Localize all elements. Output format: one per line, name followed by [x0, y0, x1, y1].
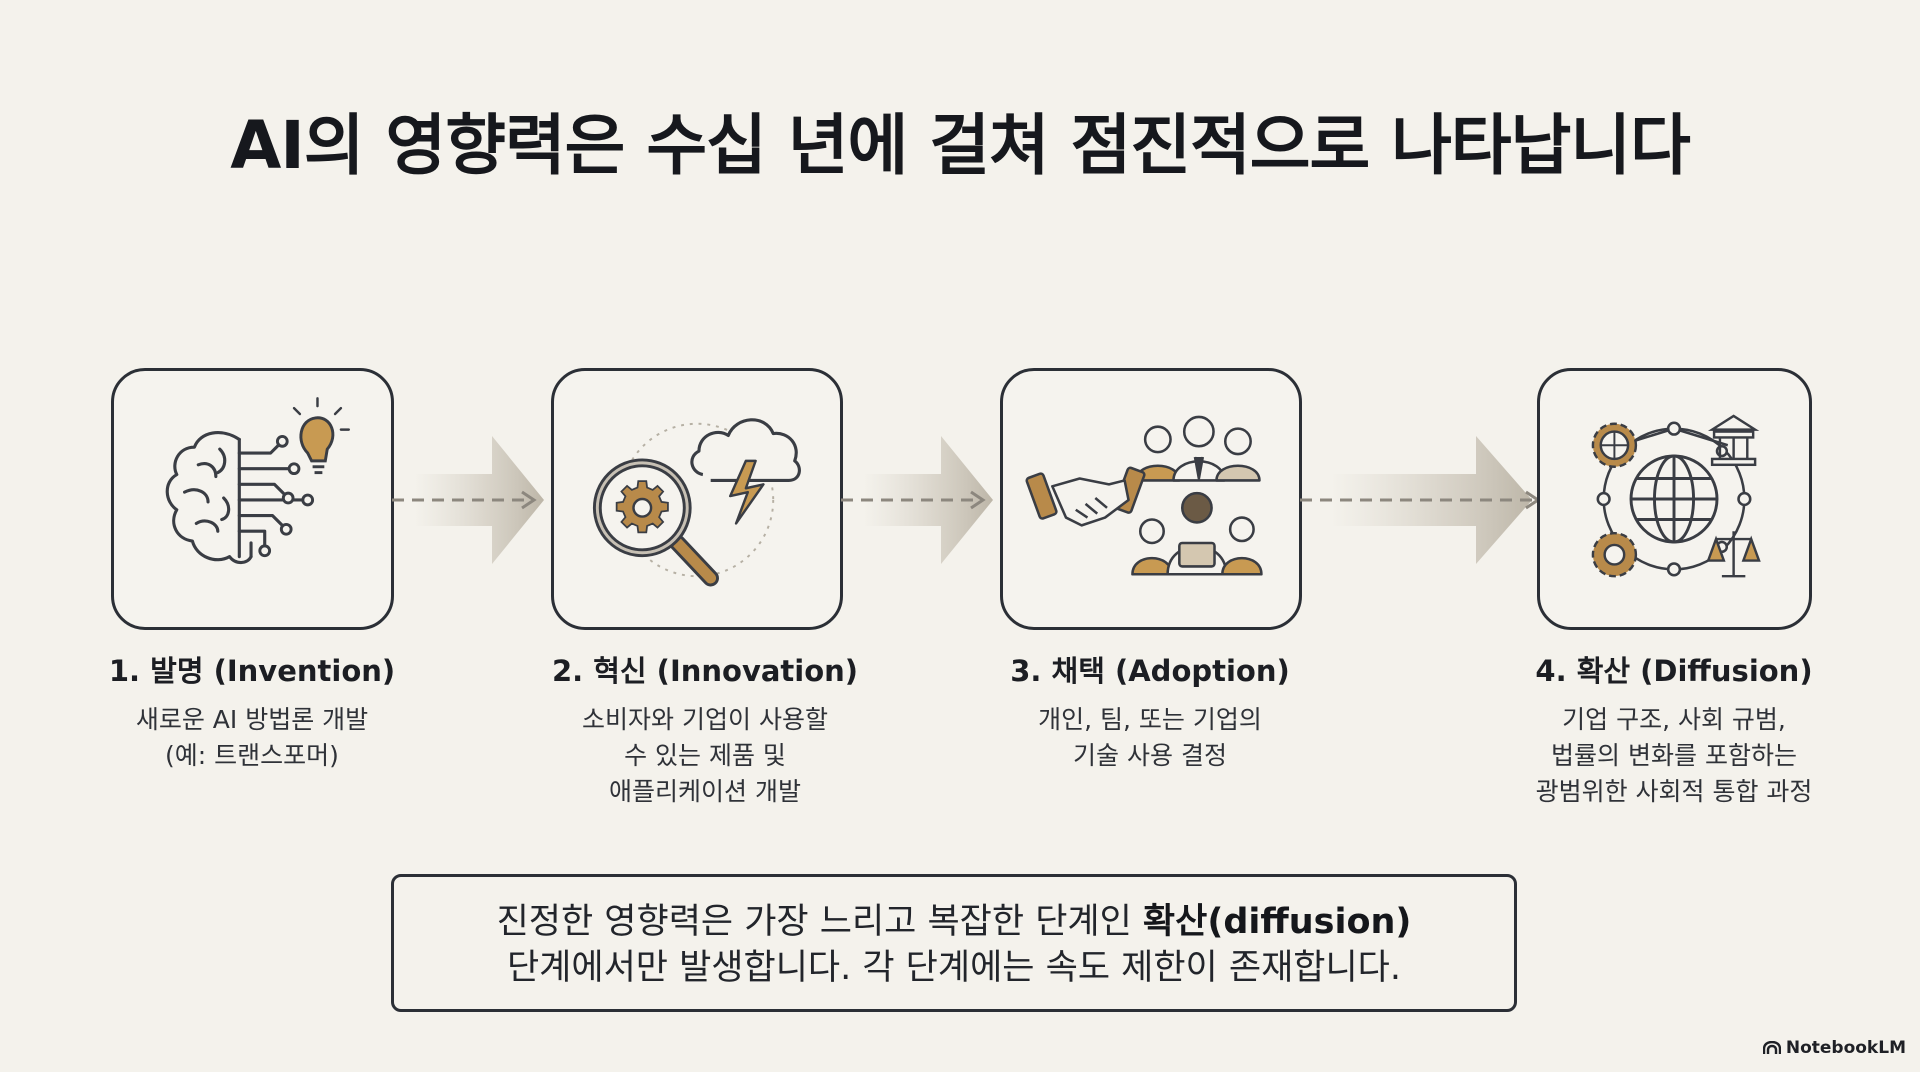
- callout-emphasis: 확산(diffusion): [1142, 902, 1412, 942]
- stage-description: 개인, 팀, 또는 기업의 기술 사용 결정: [1038, 705, 1262, 770]
- summary-callout: 진정한 영향력은 가장 느리고 복잡한 단계인 확산(diffusion) 단계…: [391, 874, 1517, 1012]
- page-title: AI의 영향력은 수십 년에 걸쳐 점진적으로 나타납니다: [230, 107, 1691, 184]
- stage-innovation-card: [551, 368, 843, 630]
- stage-invention-text: 1. 발명 (Invention) 새로운 AI 방법론 개발 (예: 트랜스포…: [62, 648, 442, 774]
- globe-network-icon: [1591, 414, 1761, 578]
- stage-title: 3. 채택 (Adoption): [1010, 654, 1290, 688]
- magnifier-gear-cloud-lightning-icon: [592, 418, 801, 587]
- stage-description: 소비자와 기업이 사용할 수 있는 제품 및 애플리케이션 개발: [582, 705, 828, 806]
- stage-invention-card: [111, 368, 394, 630]
- handshake-people-icon: [1025, 415, 1263, 576]
- callout-line-1: 진정한 영향력은 가장 느리고 복잡한 단계인 확산(diffusion): [496, 902, 1412, 942]
- callout-line-2: 단계에서만 발생합니다. 각 단계에는 속도 제한이 존재합니다.: [506, 948, 1401, 988]
- stage-title: 1. 발명 (Invention): [108, 654, 396, 688]
- stage-innovation-text: 2. 혁신 (Innovation) 소비자와 기업이 사용할 수 있는 제품 …: [515, 648, 895, 810]
- flow-arrow-3: [1300, 432, 1541, 568]
- notebooklm-logo-icon: [1762, 1041, 1781, 1054]
- stage-adoption-card: [1000, 368, 1302, 630]
- notebooklm-brand: NotebookLM: [1762, 1038, 1906, 1058]
- stage-diffusion-text: 4. 확산 (Diffusion) 기업 구조, 사회 규범, 법률의 변화를 …: [1484, 648, 1864, 810]
- flow-arrow-2: [841, 432, 1001, 568]
- brand-label: NotebookLM: [1785, 1038, 1906, 1058]
- flow-arrow-1: [392, 432, 552, 568]
- brain-circuit-lightbulb-icon: [165, 397, 350, 565]
- stage-diffusion-card: [1537, 368, 1812, 630]
- stage-title: 2. 혁신 (Innovation): [551, 654, 859, 688]
- stage-description: 기업 구조, 사회 규범, 법률의 변화를 포함하는 광범위한 사회적 통합 과…: [1535, 705, 1813, 806]
- stage-title: 4. 확산 (Diffusion): [1535, 654, 1813, 688]
- stage-description: 새로운 AI 방법론 개발 (예: 트랜스포머): [135, 705, 369, 770]
- stage-adoption-text: 3. 채택 (Adoption) 개인, 팀, 또는 기업의 기술 사용 결정: [960, 648, 1340, 774]
